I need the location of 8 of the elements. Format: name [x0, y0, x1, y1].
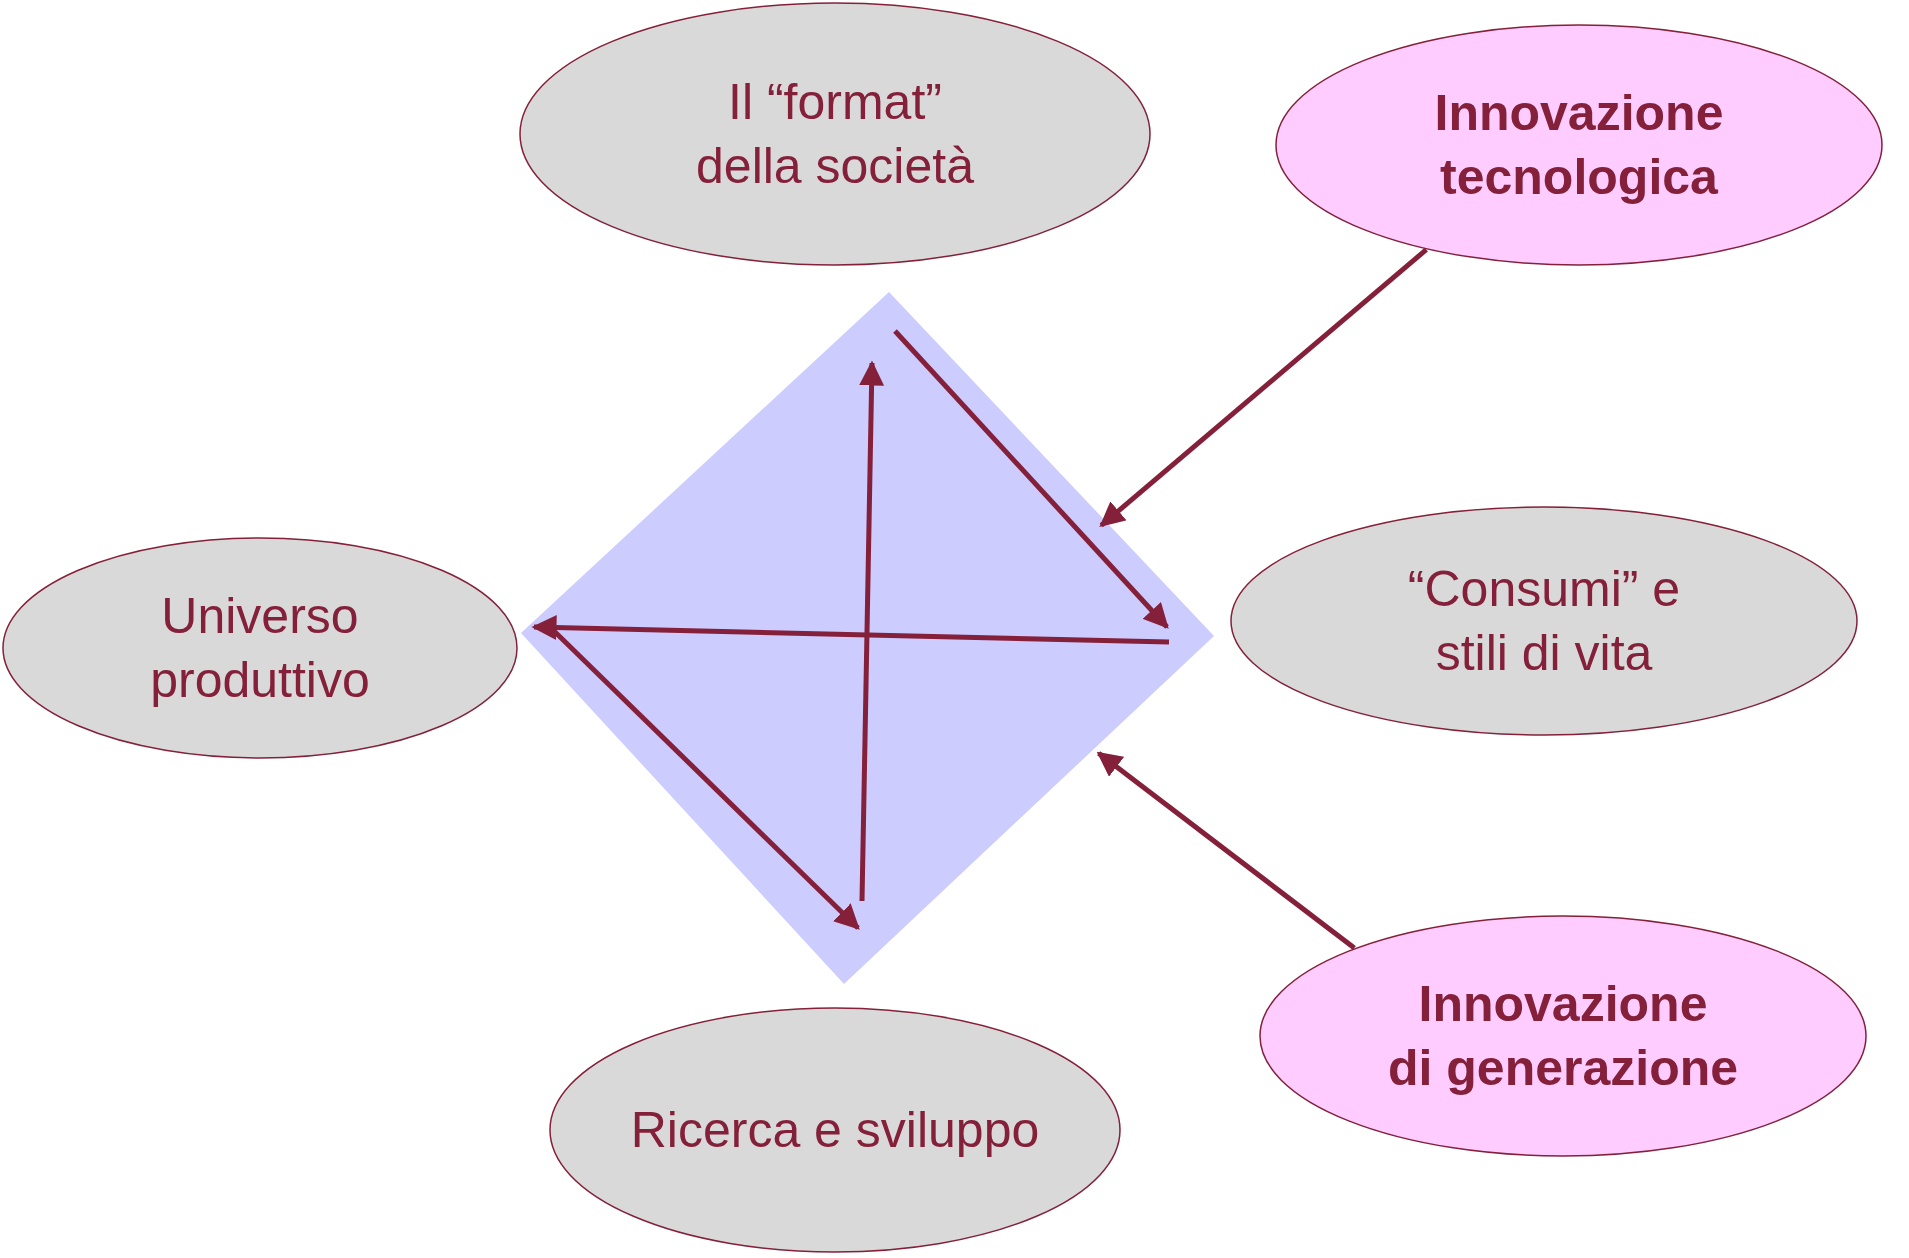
- node-label: Universo produttivo: [150, 587, 370, 710]
- arrow: [1096, 751, 1356, 950]
- node-label: Innovazione di generazione: [1387, 975, 1739, 1098]
- node-label: Ricerca e sviluppo: [630, 1101, 1040, 1160]
- arrow: [1099, 247, 1428, 528]
- node-label: “Consumi” e stili di vita: [1407, 560, 1681, 683]
- node-label: Innovazione tecnologica: [1434, 84, 1724, 207]
- node-label: Il “format” della società: [696, 73, 974, 196]
